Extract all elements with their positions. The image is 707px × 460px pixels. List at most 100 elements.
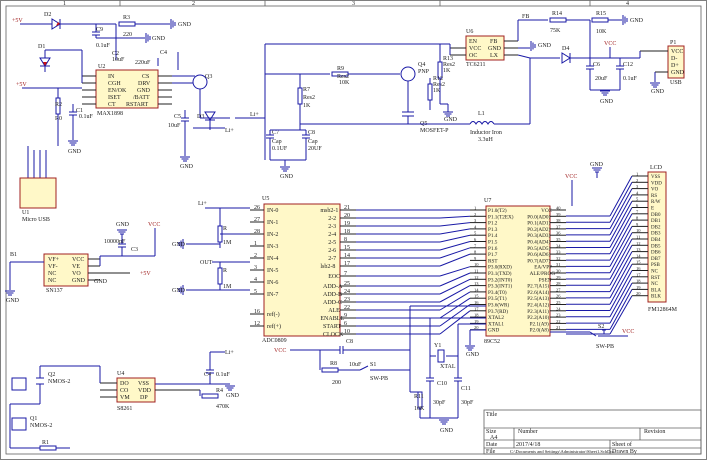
u7-pin-label: P0.7(AD7): [527, 257, 550, 264]
gnd-label: GND: [280, 174, 294, 180]
u7-89c52-chip: [485, 205, 551, 337]
u7-pin-label: P2.0(A8): [530, 327, 549, 334]
b1-pin-gnd: GND: [72, 278, 86, 284]
u7-pin-label: PSEN: [539, 277, 552, 283]
p1-pin-dminus: D-: [671, 56, 677, 62]
lcd-pin-number: 11: [636, 235, 640, 240]
u7-pin-label: P1.6: [488, 246, 498, 252]
u7-pin-label: XTAL1: [488, 321, 504, 327]
gnd-label: GND: [590, 162, 604, 168]
u5-pin-label: IN-5: [267, 268, 278, 274]
u7-pin-label: P1.4: [488, 233, 498, 239]
q4-value: PNP: [418, 69, 430, 75]
u5-pin-number: 24: [344, 289, 350, 295]
p1-usb-connector: [667, 45, 685, 79]
revision-label: Revision: [644, 429, 665, 435]
q3-ref: Q3: [205, 74, 212, 80]
u7-pin-label: P0.0(AD0): [527, 213, 550, 220]
gnd-label: GND: [6, 298, 20, 304]
u7-pin-label: GND: [488, 328, 499, 334]
u2-pin-enok: EN/OK: [108, 88, 127, 94]
lcd-pin-number: 5: [636, 197, 639, 202]
c8b-ref: C8: [346, 339, 353, 345]
u7-ref: U7: [484, 198, 491, 204]
title-label: Title: [486, 412, 497, 418]
c9-ref: C9: [96, 27, 103, 33]
title-block: Title Size A4 Number Revision Date 2017/…: [483, 409, 702, 455]
u7-pin-number: 4: [474, 224, 477, 229]
lcd-pin-number: 4: [636, 190, 639, 195]
net-label-vcc: VCC: [604, 41, 616, 47]
u5-pin-number: 15: [344, 245, 350, 251]
u5-pin-number: 18: [344, 229, 350, 235]
c7-cap: 0.1UF: [272, 146, 288, 152]
lcd-pin-label: NC: [651, 282, 659, 287]
u7-pin-label: ALE/PROG: [530, 271, 556, 277]
c5-value: 10uF: [168, 123, 181, 129]
c2-ref: C2: [112, 51, 119, 57]
u7-pin-label: P0.1(AD1): [527, 220, 550, 227]
u6-pin-gnd: GND: [488, 46, 502, 52]
u1-name: Micro USB: [22, 217, 50, 223]
u7-pin-number: 3: [474, 218, 477, 223]
u2-pin-ct: CT: [108, 102, 116, 108]
lcd-pin-number: 19: [636, 285, 641, 290]
u5-pin-number: 14: [344, 253, 350, 259]
u2-right-pins: CS DRV GND /BATT RSTART: [126, 74, 151, 108]
u7-pin-label: P3.4(T0): [488, 289, 507, 296]
u7-pin-number: 21: [556, 325, 561, 330]
b1-pin-vo: VO: [72, 271, 81, 277]
boost-section: Li+ R9 Res2 10K R7 Res2 1K C7 Cap 0.1UF …: [235, 11, 685, 180]
date-value: 2017/4/18: [516, 442, 540, 448]
c6-value: 20uF: [595, 76, 608, 82]
lcd-pin-label: DB1: [651, 219, 661, 224]
lcd-pin-label: BLK: [651, 295, 661, 300]
u2-pin-cs: CS: [142, 74, 149, 80]
u5-pin-label: 2-6: [328, 248, 336, 254]
r14-ref: R14: [552, 11, 562, 17]
c12-ref: C12: [623, 62, 633, 68]
b1-pin-ve: VE: [72, 264, 80, 270]
u7-pin-label: P1.1(T2EX): [488, 213, 514, 220]
gnd-label: GND: [68, 149, 82, 155]
c10-value: 30pF: [433, 400, 446, 406]
u5-pin-number: 20: [344, 213, 350, 219]
reset-xtal-section: VCC C8 10uF R8 200 S1 SW-PB R11 10K GND …: [274, 305, 486, 434]
u7-pin-label: P0.5(AD5): [527, 245, 550, 252]
r15-ref: R15: [596, 11, 606, 17]
u7-pin-label: P1.2: [488, 221, 498, 227]
r12-ohm: 1K: [433, 88, 441, 94]
u7-pin-label: XTAL2: [488, 315, 504, 321]
gnd-label: GND: [172, 242, 186, 248]
u7-pin-label: P1.7: [488, 252, 498, 258]
b1-pin-nc2: NC: [48, 278, 56, 284]
r12-value: Res2: [433, 82, 445, 88]
lcd-pin-label: DB6: [651, 251, 661, 256]
size-value: A4: [490, 435, 497, 441]
r4-value: 470K: [216, 404, 230, 410]
adc-section: Li+ R 1M GND OUT R 1M GND U5 ADC0809 IN-…: [4, 196, 356, 344]
u6-pin-lx: LX: [490, 53, 499, 59]
border-number-3: 3: [352, 1, 355, 7]
fb-label: FB: [522, 14, 529, 20]
r7-value: Res2: [303, 95, 315, 101]
lcd-pin-number: 10: [636, 228, 641, 233]
p1-pin-gnd: GND: [671, 70, 685, 76]
s2-value: SW-PB: [596, 344, 614, 350]
net-label-vcc-2: VCC: [148, 222, 160, 228]
u5-pin-number: 16: [254, 309, 260, 315]
s1-ref: S1: [370, 362, 376, 368]
d2-ref: D2: [44, 12, 51, 18]
u5-pin-number: 19: [344, 221, 350, 227]
u5-pin-label: ADD-B: [323, 292, 342, 298]
u5-pin-label: 2-5: [328, 240, 336, 246]
q5-value: MOSFET-P: [420, 128, 449, 134]
r-in2-value: 1M: [223, 284, 232, 290]
gnd-label: GND: [94, 279, 108, 285]
u7-pin-number: 20: [474, 325, 479, 330]
u5-pin-label: ENABLE: [320, 316, 344, 322]
u7-pin-label: P2.4(A12): [527, 302, 549, 309]
lcd-pin-label: E: [651, 207, 654, 212]
lcd-pin-number: 6: [636, 203, 639, 208]
